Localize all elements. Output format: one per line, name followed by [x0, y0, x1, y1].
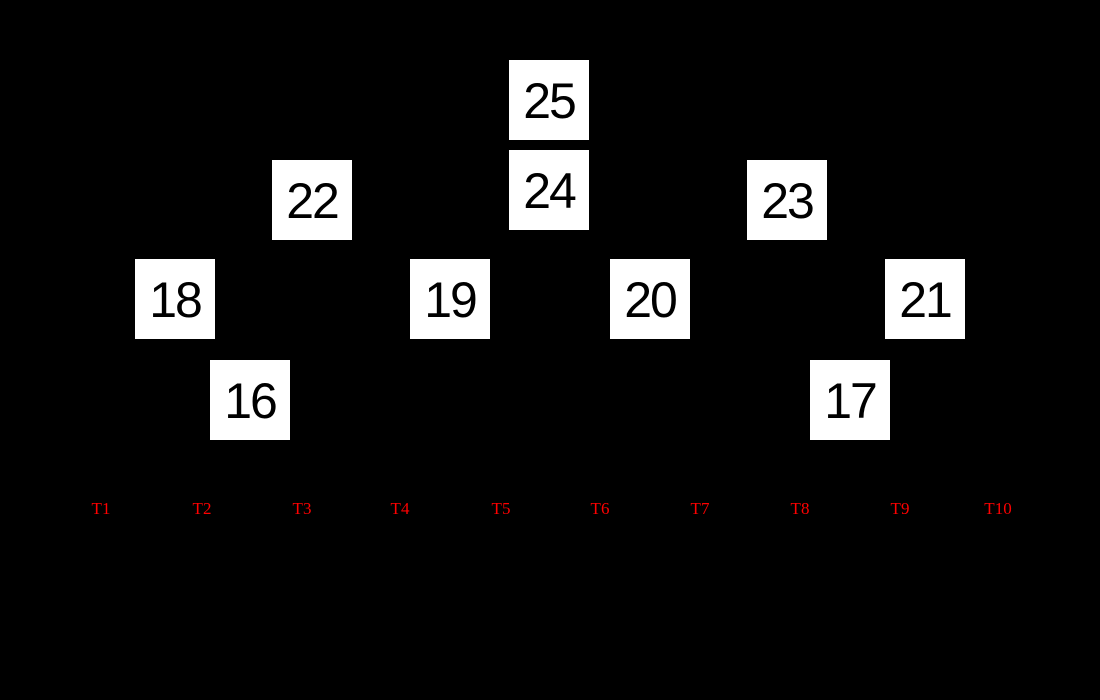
tree-node-24: 24	[509, 150, 589, 230]
tree-node-23: 23	[747, 160, 827, 240]
leaf-run-label-t5: T5	[491, 499, 511, 518]
leaf-run-label-t9: T9	[890, 499, 910, 518]
tree-node-value: 21	[899, 272, 953, 328]
tree-node-value: 24	[523, 163, 577, 219]
tree-node-value: 18	[149, 272, 203, 328]
tree-node-20: 20	[610, 259, 690, 339]
tree-node-16: 16	[210, 360, 290, 440]
leaf-run-label-t6: T6	[590, 499, 610, 518]
leaf-run-label-t7: T7	[690, 499, 710, 518]
leaf-run-label-t10: T10	[984, 499, 1012, 518]
tree-node-21: 21	[885, 259, 965, 339]
tree-node-value: 17	[824, 373, 878, 429]
tree-node-value: 16	[224, 373, 278, 429]
tree-node-17: 17	[810, 360, 890, 440]
leaf-run-label-t4: T4	[390, 499, 410, 518]
tree-node-value: 22	[286, 173, 340, 229]
tree-node-25: 25	[509, 60, 589, 140]
leaf-run-label-t8: T8	[790, 499, 810, 518]
leaf-run-label-t3: T3	[292, 499, 312, 518]
tree-node-value: 23	[761, 173, 815, 229]
tree-node-18: 18	[135, 259, 215, 339]
leaf-run-label-t2: T2	[192, 499, 212, 518]
tree-node-value: 20	[624, 272, 678, 328]
tree-node-value: 25	[523, 73, 577, 129]
tree-node-value: 19	[424, 272, 478, 328]
tree-node-22: 22	[272, 160, 352, 240]
leaf-run-label-t1: T1	[91, 499, 111, 518]
tree-node-19: 19	[410, 259, 490, 339]
